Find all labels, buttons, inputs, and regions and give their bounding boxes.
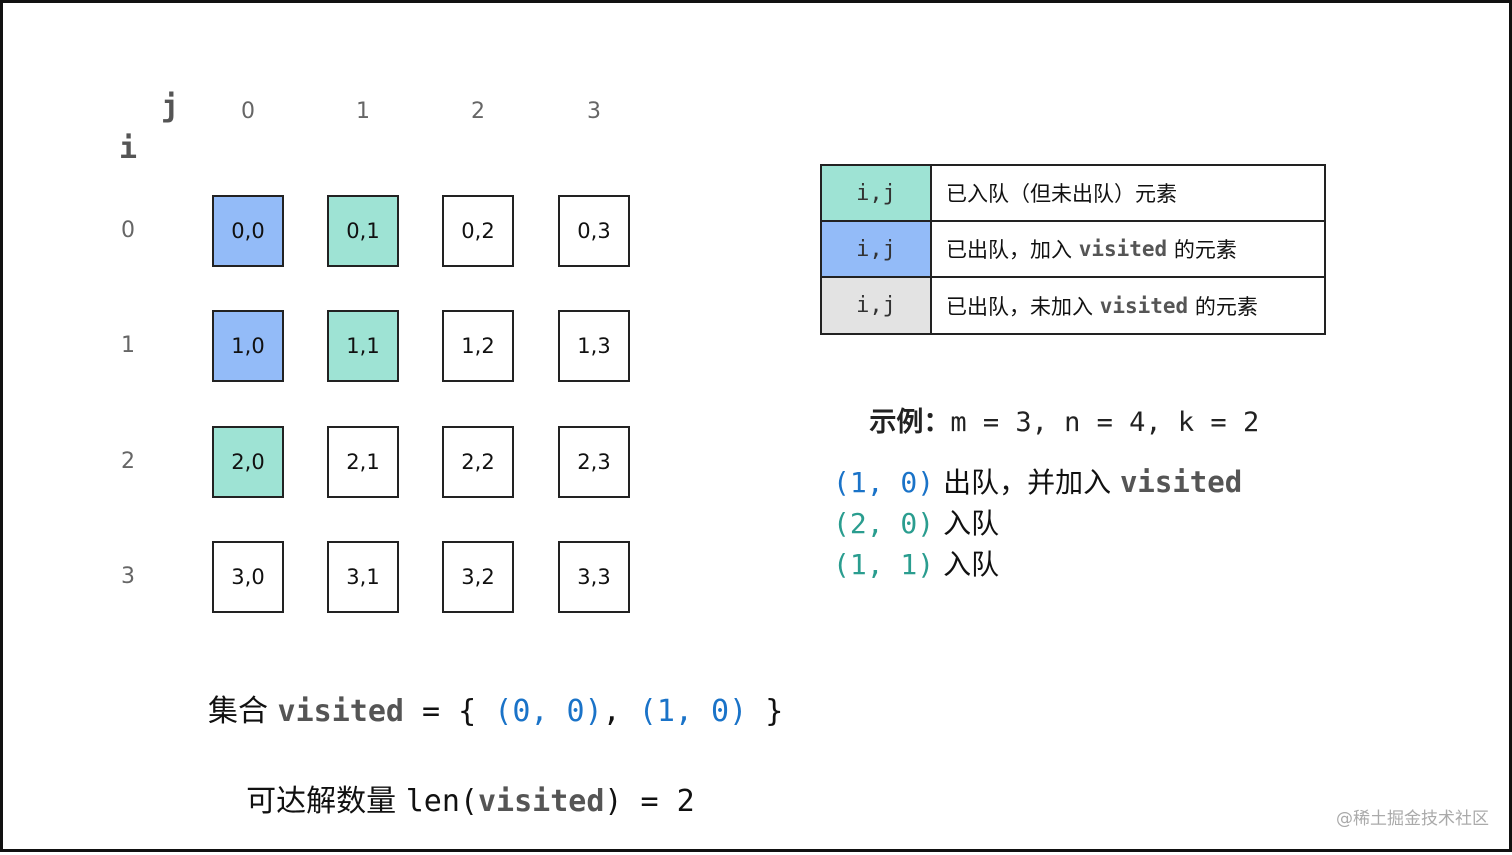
row-axis-letter: i (119, 131, 138, 166)
legend-description: 已出队，未加入 visited 的元素 (932, 278, 1258, 333)
legend-text-after: 的元素 (1188, 294, 1258, 319)
col-label-0: 0 (241, 99, 255, 124)
step-line: (1, 1) 入队 (833, 543, 999, 583)
visited-set-keyword: visited (277, 694, 404, 729)
legend-text-before: 已出队，未加入 (946, 294, 1100, 319)
grid-cell: 1,0 (212, 310, 284, 382)
reachable-keyword: visited (477, 784, 605, 819)
step-coord: (1, 0) (833, 466, 935, 499)
legend-swatch: i,j (822, 166, 932, 220)
row-label-1: 1 (121, 333, 135, 358)
legend-keyword: visited (1078, 237, 1168, 261)
step-line: (2, 0) 入队 (833, 502, 999, 542)
reachable-label: 可达解数量 (246, 784, 406, 819)
grid-cell: 3,0 (212, 541, 284, 613)
step-text: 入队 (943, 507, 1000, 540)
example-line: 示例：m = 3, n = 4, k = 2 (835, 369, 1259, 470)
legend-description: 已出队，加入 visited 的元素 (932, 222, 1237, 276)
visited-set-close: } (747, 694, 784, 729)
len-close: ) = 2 (604, 784, 695, 819)
grid-cell: 0,0 (212, 195, 284, 267)
row-label-0: 0 (121, 218, 135, 243)
len-open: len( (405, 784, 478, 819)
row-label-3: 3 (121, 564, 135, 589)
grid-cell: 3,2 (442, 541, 514, 613)
row-label-2: 2 (121, 449, 135, 474)
grid-cell: 3,1 (327, 541, 399, 613)
step-keyword: visited (1119, 465, 1243, 499)
grid-cell: 0,2 (442, 195, 514, 267)
step-coord: (1, 1) (833, 548, 935, 581)
legend-swatch: i,j (822, 222, 932, 276)
legend-description: 已入队（但未出队）元素 (932, 166, 1177, 220)
grid-cell: 1,2 (442, 310, 514, 382)
col-label-2: 2 (471, 99, 485, 124)
example-params: m = 3, n = 4, k = 2 (950, 407, 1260, 438)
step-line: (1, 0) 出队，并加入 visited (833, 461, 1242, 501)
grid-cell: 1,3 (558, 310, 630, 382)
visited-set-item: (1, 0) (638, 694, 748, 729)
legend-swatch: i,j (822, 278, 932, 333)
watermark: @稀土掘金技术社区 (1336, 809, 1489, 829)
grid-cell: 0,1 (327, 195, 399, 267)
reachable-count-line: 可达解数量 len(visited) = 2 (208, 741, 695, 855)
legend-text-before: 已出队，加入 (946, 238, 1079, 262)
visited-set-open: = { (403, 694, 495, 729)
grid-cell: 2,2 (442, 426, 514, 498)
grid-cell: 2,0 (212, 426, 284, 498)
visited-set-label: 集合 (208, 694, 278, 729)
grid-cell: 0,3 (558, 195, 630, 267)
visited-set-line: 集合 visited = { (0, 0), (1, 0) } (208, 686, 783, 730)
example-label: 示例： (869, 407, 951, 438)
visited-set-separator: , (602, 694, 639, 729)
step-text: 入队 (943, 548, 1000, 581)
grid-cell: 3,3 (558, 541, 630, 613)
col-label-3: 3 (587, 99, 601, 124)
legend-row: i,j 已入队（但未出队）元素 (822, 166, 1324, 222)
grid-cell: 2,1 (327, 426, 399, 498)
legend-text-after: 的元素 (1167, 238, 1237, 262)
legend-keyword: visited (1099, 293, 1189, 318)
grid-cell: 1,1 (327, 310, 399, 382)
step-coord: (2, 0) (833, 507, 935, 540)
col-label-1: 1 (356, 99, 370, 124)
grid-cell: 2,3 (558, 426, 630, 498)
legend-text-before: 已入队（但未出队）元素 (946, 182, 1177, 206)
visited-set-item: (0, 0) (494, 694, 603, 729)
step-text: 出队，并加入 (943, 466, 1120, 499)
col-axis-letter: j (161, 89, 180, 124)
